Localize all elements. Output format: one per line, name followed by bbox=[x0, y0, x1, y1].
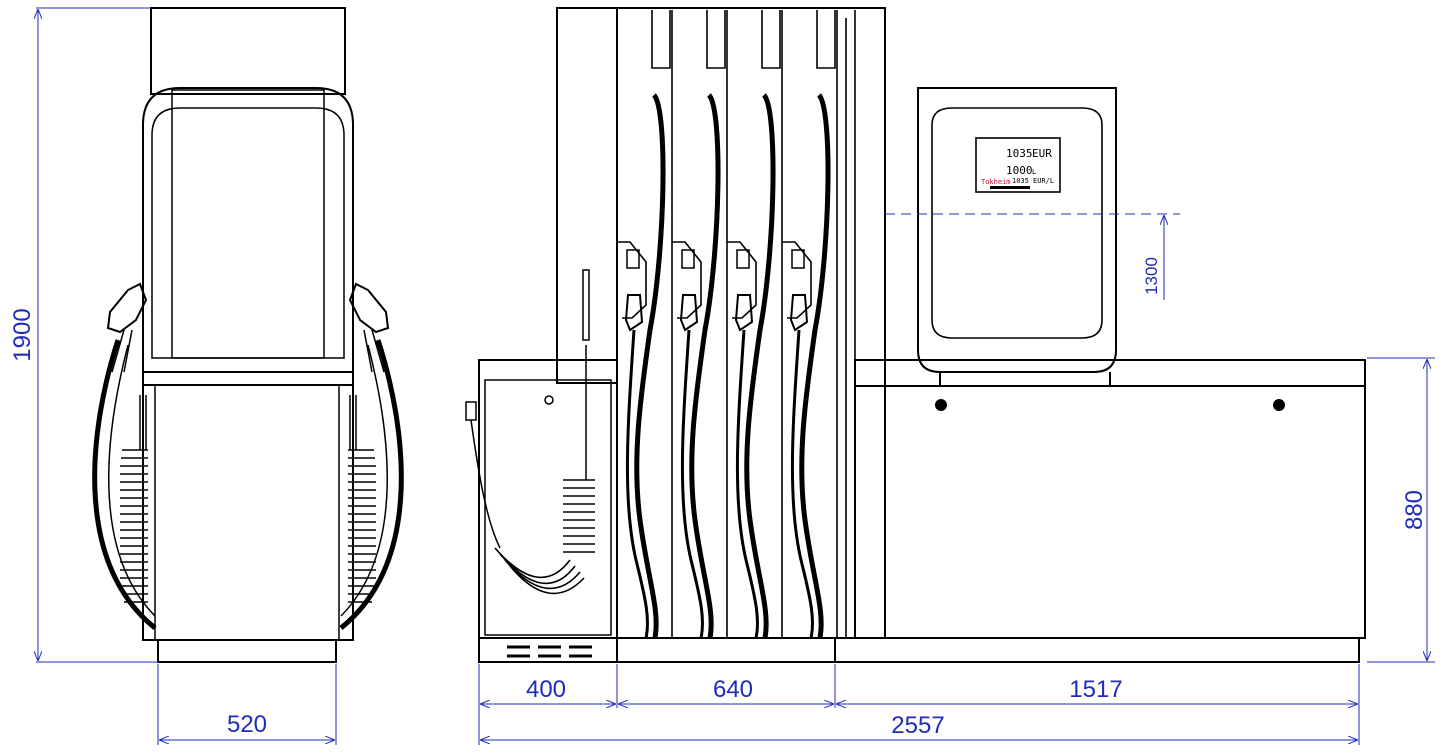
dim-height-total: 1900 bbox=[9, 308, 36, 361]
dim-base-height: 880 bbox=[1401, 490, 1428, 530]
lcd-amount: 1035 bbox=[1006, 147, 1033, 160]
side-canopy bbox=[150, 7, 346, 95]
nozzle-holster-2 bbox=[672, 241, 702, 332]
side-nozzle-right bbox=[348, 282, 390, 334]
nozzle-holster-1 bbox=[617, 241, 647, 332]
side-nozzle-left bbox=[106, 282, 148, 334]
side-base bbox=[157, 639, 337, 663]
air-hose-coil bbox=[494, 479, 595, 595]
dim-display-height: 1300 bbox=[1142, 257, 1161, 295]
nozzle-holster-3 bbox=[727, 241, 757, 332]
front-view bbox=[465, 7, 1366, 663]
side-hose-left bbox=[92, 339, 157, 630]
side-hose-right bbox=[339, 339, 404, 630]
nozzle-holster-4 bbox=[782, 241, 812, 332]
side-body-outline bbox=[142, 87, 354, 641]
dim-seg-left: 400 bbox=[526, 676, 566, 703]
dimension-labels: 1900 520 1300 880 400 640 1517 2557 bbox=[9, 257, 1428, 739]
lcd-brand: Tokheim bbox=[981, 178, 1011, 186]
dim-total-length: 2557 bbox=[891, 712, 944, 739]
dimension-lines bbox=[36, 7, 1435, 745]
module-left-column bbox=[556, 7, 618, 384]
lcd-price: 1035 bbox=[1012, 177, 1029, 185]
vent-slots bbox=[507, 645, 592, 658]
display-head bbox=[917, 87, 1117, 373]
fuel-hoses bbox=[625, 93, 831, 639]
side-cabinet bbox=[154, 384, 340, 641]
dim-seg-mid: 640 bbox=[713, 676, 753, 703]
dim-width-side: 520 bbox=[227, 711, 267, 738]
side-coil-right bbox=[348, 395, 376, 603]
air-hose bbox=[470, 419, 501, 549]
nozzle-bays bbox=[651, 10, 856, 638]
lcd-volume-unit: L bbox=[1032, 168, 1036, 176]
dim-seg-right: 1517 bbox=[1069, 676, 1122, 703]
side-coil-left bbox=[120, 395, 148, 603]
lcd-readout: 1035 EUR 1000 L Tokheim 1035 EUR/L bbox=[981, 147, 1054, 189]
module-left-cabinet bbox=[478, 359, 618, 663]
side-view bbox=[92, 7, 404, 663]
lcd-price-unit: EUR/L bbox=[1033, 177, 1054, 185]
module-right-cabinet bbox=[854, 359, 1366, 639]
lcd-volume: 1000 bbox=[1006, 164, 1033, 177]
lcd-amount-unit: EUR bbox=[1032, 147, 1052, 160]
lcd-screen bbox=[975, 137, 1061, 193]
